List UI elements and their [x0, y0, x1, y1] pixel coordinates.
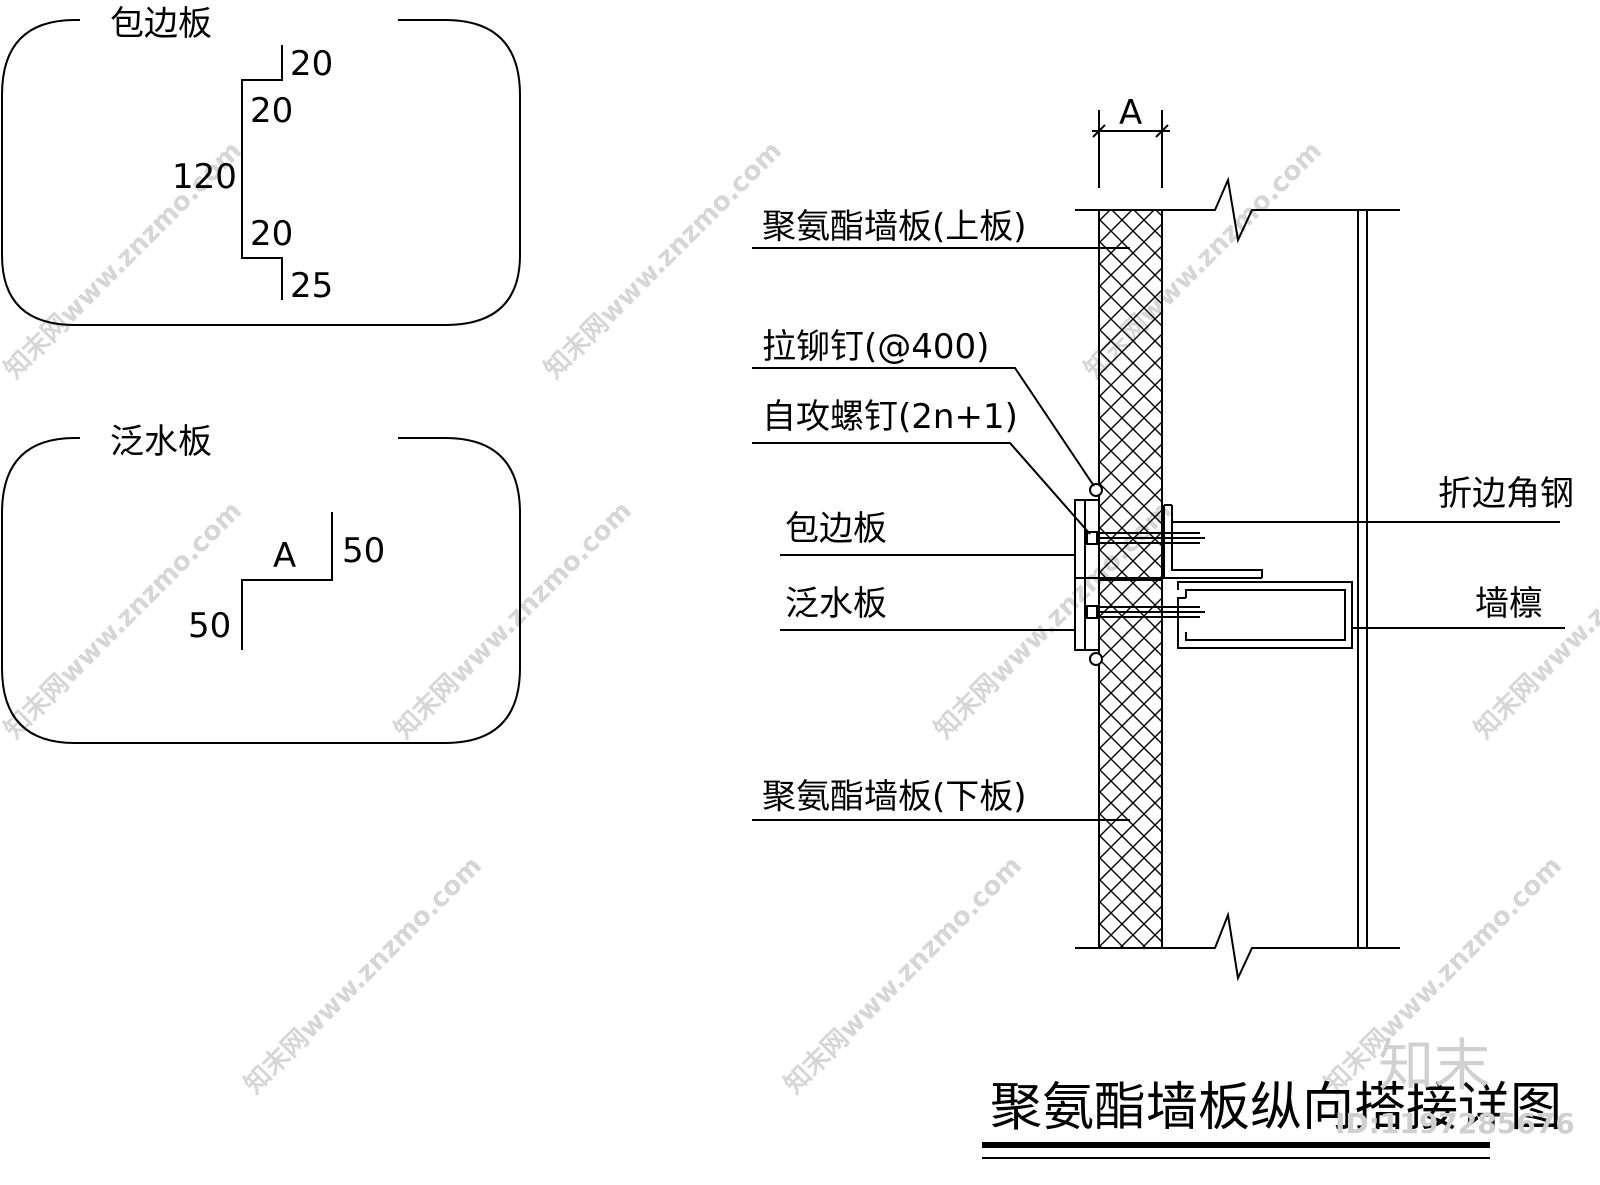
drawing-title: 聚氨酯墙板纵向搭接详图	[990, 1078, 1562, 1138]
label-trim: 包边板	[785, 509, 887, 549]
break-lines	[1075, 176, 1400, 982]
detail-title-baobian: 包边板	[110, 4, 212, 44]
dim-label: 50	[342, 531, 385, 571]
watermark-id: ID:1197285676	[1335, 1107, 1575, 1140]
label-rivet: 拉铆钉(@400)	[762, 327, 989, 367]
watermark-text: 知末网www.znzmo.com	[779, 851, 1028, 1100]
leader-screw	[752, 442, 1091, 535]
dim-label: 120	[172, 157, 237, 197]
dim-label: 20	[250, 91, 293, 131]
trim-plates	[1074, 499, 1099, 651]
profile-baobian	[241, 45, 283, 300]
lower-panel	[1098, 579, 1163, 949]
thickness-dimension	[1092, 110, 1170, 188]
angle-steel	[1163, 504, 1263, 579]
watermark-logo: 知末	[1378, 1034, 1490, 1099]
label-upper-panel: 聚氨酯墙板(上板)	[762, 207, 1027, 247]
label-flashing: 泛水板	[785, 584, 887, 624]
dim-label: 20	[290, 44, 333, 84]
dim-label: 20	[250, 214, 293, 254]
fasteners	[1086, 483, 1205, 666]
profile-fanshui	[241, 512, 333, 650]
steel-column	[1357, 210, 1368, 948]
thickness-label: A	[1119, 93, 1142, 133]
flashing-plate	[1074, 577, 1099, 651]
label-angle: 折边角钢	[1438, 474, 1574, 514]
c-purlin	[1177, 581, 1353, 649]
dim-label: A	[273, 536, 296, 576]
dim-label: 50	[188, 606, 231, 646]
frame-baobian	[0, 19, 521, 326]
leader-lines	[752, 247, 1565, 821]
watermark-text: 知末网www.znzmo.com	[239, 851, 488, 1100]
detail-title-fanshui: 泛水板	[110, 422, 212, 462]
detail-baobian	[0, 19, 521, 326]
leader-rivet	[752, 367, 1095, 487]
detail-fanshui	[1, 437, 521, 744]
label-purlin: 墙檩	[1475, 584, 1543, 624]
watermark-text: 知末网www.znzmo.com	[539, 136, 788, 385]
dim-label: 25	[290, 266, 333, 306]
label-screw: 自攻螺钉(2n+1)	[762, 397, 1018, 437]
upper-panel	[1098, 209, 1163, 579]
label-lower-panel: 聚氨酯墙板(下板)	[762, 777, 1027, 817]
frame-fanshui	[1, 437, 521, 744]
